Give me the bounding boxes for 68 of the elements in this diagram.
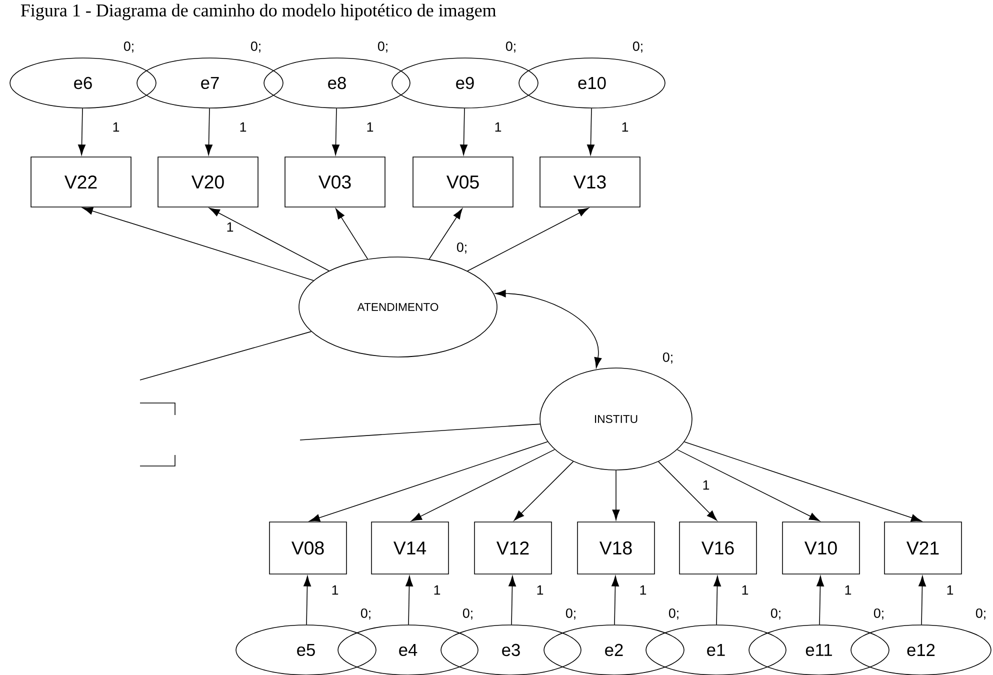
variable-box: V18 — [577, 522, 655, 574]
variance-label: 0; — [632, 42, 642, 53]
edge-label: 1 — [332, 585, 338, 595]
arrow — [467, 208, 589, 272]
variance-label: 0; — [770, 608, 780, 620]
arrow — [309, 441, 548, 522]
variance-label: 0; — [976, 608, 986, 620]
edge-label: 1 — [742, 585, 748, 595]
covariance-arrow — [495, 290, 602, 368]
variable-box: V05 — [412, 156, 514, 208]
variance-label: 0; — [250, 42, 260, 53]
variable-box: V10 — [782, 522, 860, 574]
variable-box: V21 — [884, 522, 962, 574]
variance-label: 0; — [378, 42, 388, 53]
edge-label: 1 — [240, 122, 246, 132]
variance-label: 0; — [506, 42, 516, 53]
variable-box: V08 — [269, 522, 347, 574]
edge-label: 1 — [640, 585, 646, 595]
arrow — [514, 461, 574, 521]
edge-label: 1 — [434, 585, 440, 595]
variable-box: V03 — [284, 156, 386, 208]
arrow — [816, 576, 824, 625]
edge-label: 1 — [495, 122, 502, 132]
edge-label: 1 — [703, 480, 710, 490]
variance-label: 0; — [668, 608, 678, 620]
variance-label: 0; — [124, 42, 134, 53]
variable-box: V12 — [474, 522, 552, 574]
variance-label: 0; — [874, 608, 884, 620]
edge-label: 1 — [227, 222, 234, 232]
variable-box: V22 — [30, 156, 132, 208]
edge-label: 1 — [622, 122, 628, 132]
edge-label: 0; — [662, 352, 672, 364]
variable-box: V16 — [679, 522, 757, 574]
arrow — [714, 576, 721, 625]
arrow — [508, 576, 516, 625]
variance-label: 0; — [462, 608, 472, 620]
arrow — [428, 208, 462, 260]
arrow — [205, 108, 212, 156]
arrow — [304, 576, 311, 625]
arrow — [209, 208, 330, 272]
arrow — [78, 108, 86, 156]
variance-label: 0; — [360, 608, 370, 620]
connector-line — [140, 331, 312, 380]
variable-box: V14 — [371, 522, 449, 574]
connector-line — [300, 424, 540, 440]
edge-label: 1 — [845, 585, 852, 595]
variance-label: 0; — [566, 608, 576, 620]
arrow — [612, 576, 619, 625]
arrow — [82, 207, 314, 281]
arrow — [612, 470, 620, 520]
edge-label: 1 — [367, 122, 374, 132]
arrow — [406, 576, 413, 625]
arrow — [460, 108, 468, 156]
edge-label: 1 — [947, 585, 954, 595]
variable-box: V13 — [540, 156, 640, 208]
variable-box: V20 — [158, 156, 258, 208]
edge-label: 1 — [537, 585, 544, 595]
arrow — [332, 108, 340, 156]
arrow — [684, 441, 922, 522]
arrow — [918, 576, 926, 625]
arrow — [658, 461, 718, 521]
arrow — [411, 449, 555, 522]
arrow — [587, 108, 594, 156]
figure-title: Figura 1 - Diagrama de caminho do modelo hipotético de imagem — [20, 4, 496, 20]
arrow — [336, 208, 368, 260]
arrow — [676, 449, 820, 522]
edge-label: 1 — [113, 122, 120, 132]
variance-label: 0; — [456, 242, 466, 254]
